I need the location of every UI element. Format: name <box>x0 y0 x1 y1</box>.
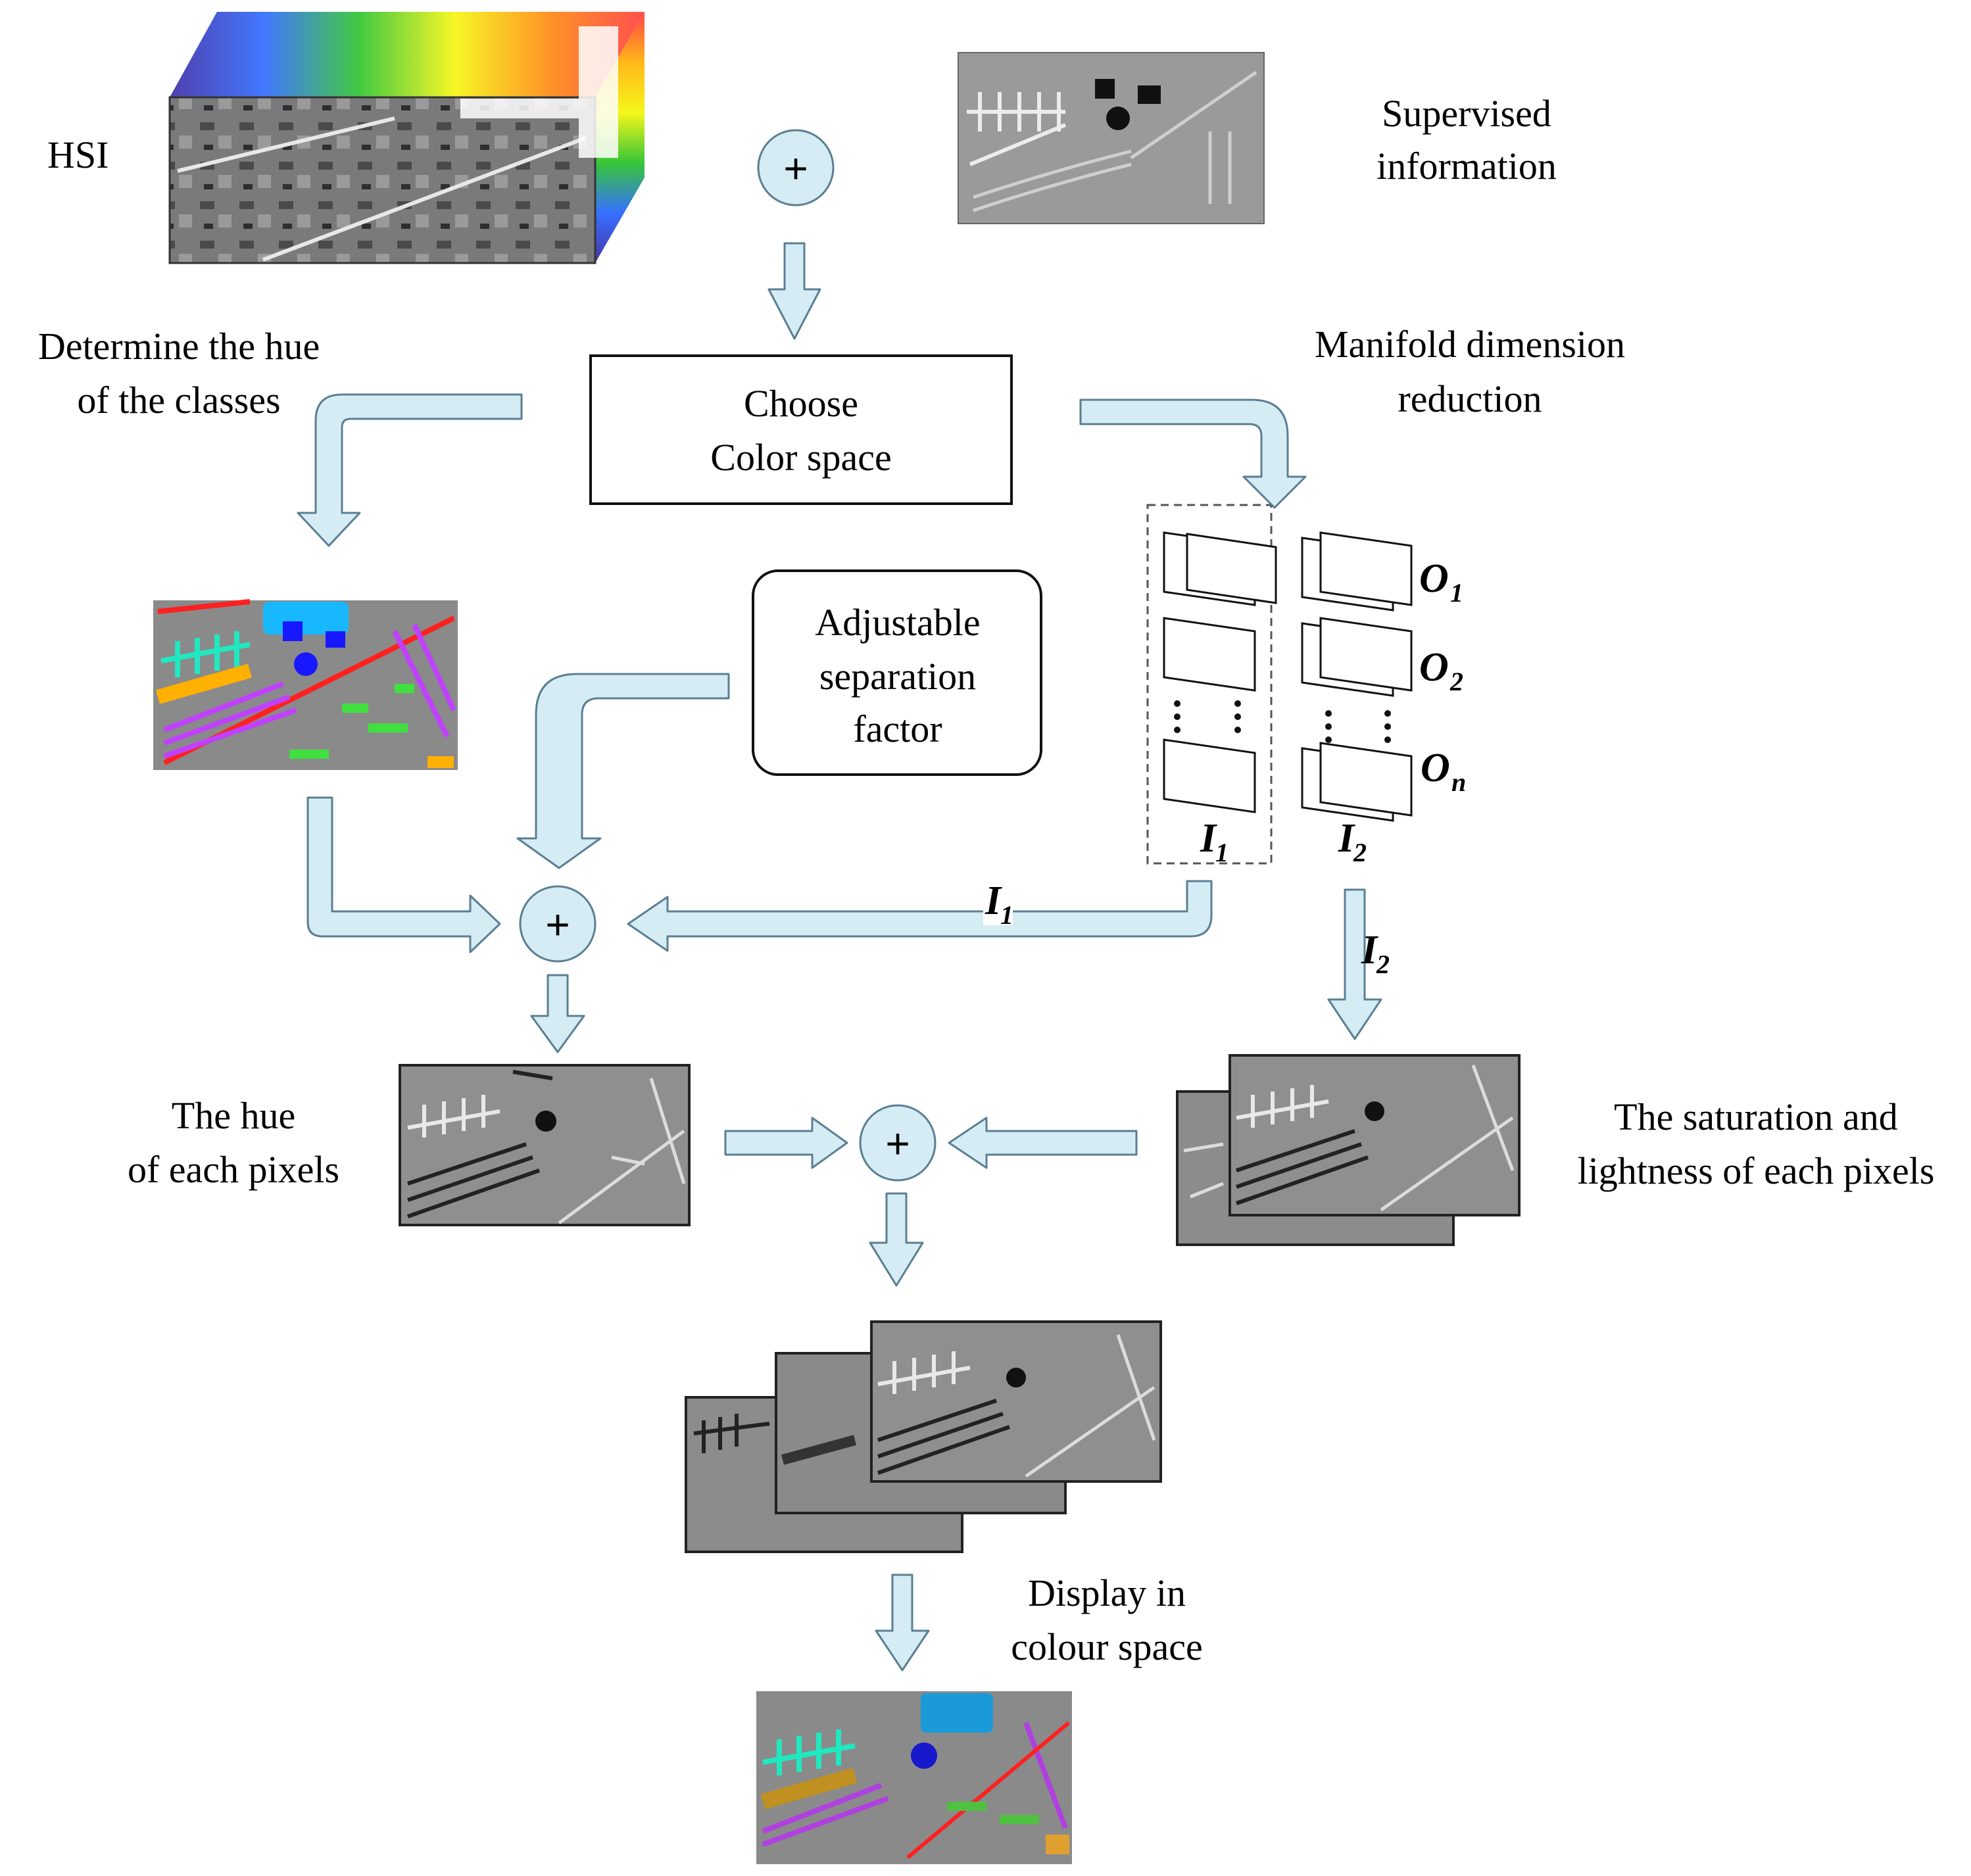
i1-ellipsis <box>1174 700 1241 733</box>
hue-pixels-image <box>399 1064 691 1226</box>
svg-text:I: I <box>985 878 1002 923</box>
hsi-cube-highlights <box>460 26 618 158</box>
i2-stack-frames <box>1186 531 1413 822</box>
arrow-sat-to-plus3 <box>948 1117 1138 1169</box>
symbol-i1-stack: I 1 <box>1200 816 1229 867</box>
class-hue-map-image <box>153 599 458 770</box>
plus-symbol: + <box>885 1120 910 1167</box>
hsi-cube-image <box>168 12 645 264</box>
adjustable-factor-box <box>752 569 1042 776</box>
manifold-label-line1: Manifold dimension <box>1315 323 1625 366</box>
plus-node-middle: + <box>519 885 596 963</box>
supervised-label-line2: information <box>1376 145 1557 187</box>
svg-text:O: O <box>1419 645 1449 690</box>
choose-label-line1: Choose <box>744 382 858 425</box>
choose-label-line2: Color space <box>710 436 891 479</box>
supervised-label-line1: Supervised <box>1382 92 1551 135</box>
hsi-cube-roads <box>177 116 587 262</box>
choose-color-space-box <box>589 354 1013 505</box>
arrow-i1-to-plus2 <box>627 880 1213 952</box>
adjustable-label-line1: Adjustable <box>815 601 980 644</box>
svg-text:2: 2 <box>1353 838 1367 867</box>
i2-ellipsis <box>1325 710 1391 743</box>
adjustable-label-line3: factor <box>853 708 942 750</box>
determine-hue-label-line1: Determine the hue <box>38 325 320 368</box>
adjustable-label-line2: separation <box>819 655 976 698</box>
svg-text:1: 1 <box>1215 838 1229 867</box>
svg-text:I: I <box>1200 816 1217 861</box>
final-colour-image <box>756 1691 1072 1864</box>
svg-text:2: 2 <box>1449 667 1463 696</box>
symbol-i2-arrow: I 2 <box>1361 928 1390 979</box>
arrow-to-class-hue <box>297 393 523 547</box>
svg-text:I: I <box>1338 816 1355 861</box>
arrow-i2-down <box>1327 888 1382 1040</box>
symbol-o2: O 2 <box>1419 645 1463 696</box>
svg-text:2: 2 <box>1376 950 1390 979</box>
i1-dashed-group <box>1146 504 1273 865</box>
hsi-label: HSI <box>47 133 109 176</box>
symbol-i1-arrow: I 1 <box>983 878 1013 930</box>
hsi-cube-top-face <box>170 12 645 97</box>
svg-text:1: 1 <box>1000 900 1013 930</box>
plus-node-top: + <box>757 129 835 206</box>
determine-hue-label-line2: of the classes <box>77 379 280 421</box>
hue-pixels-label-line1: The hue <box>172 1094 295 1137</box>
svg-text:n: n <box>1451 767 1466 797</box>
manifold-label-line2: reduction <box>1398 377 1542 420</box>
hue-pixels-label-line2: of each pixels <box>128 1148 339 1191</box>
plus-node-bottom: + <box>859 1104 937 1182</box>
display-label-line2: colour space <box>1011 1625 1202 1668</box>
plus-symbol: + <box>783 145 808 192</box>
hsi-cube-front-face <box>168 96 596 264</box>
arrow-classmap-to-plus2 <box>306 796 501 953</box>
saturation-label-line2: lightness of each pixels <box>1578 1149 1935 1192</box>
plus-symbol: + <box>545 901 570 948</box>
arrow-plus-to-choose <box>767 242 821 340</box>
arrow-factor-to-plus2 <box>516 673 730 869</box>
hsi-cube-side-face <box>595 12 645 263</box>
arrow-plus3-to-stack <box>869 1192 924 1287</box>
svg-text:O: O <box>1419 556 1449 601</box>
svg-text:I: I <box>1361 928 1378 973</box>
symbol-on: O n <box>1421 746 1466 797</box>
supervised-information-image <box>958 52 1265 224</box>
display-label-line1: Display in <box>1028 1572 1186 1614</box>
saturation-lightness-stack <box>1176 1054 1521 1246</box>
saturation-label-line1: The saturation and <box>1614 1095 1898 1138</box>
arrow-plus2-to-hue <box>530 974 585 1053</box>
svg-text:1: 1 <box>1450 578 1463 608</box>
arrow-hue-to-plus3 <box>724 1117 848 1169</box>
svg-text:O: O <box>1421 746 1450 790</box>
component-stacks <box>1146 504 1413 865</box>
symbol-i2-stack: I 2 <box>1338 816 1367 867</box>
combined-channels-stack <box>685 1320 1162 1553</box>
arrow-to-components <box>1079 398 1307 509</box>
arrow-stack-to-display <box>875 1574 930 1672</box>
symbol-o1: O 1 <box>1419 556 1463 608</box>
